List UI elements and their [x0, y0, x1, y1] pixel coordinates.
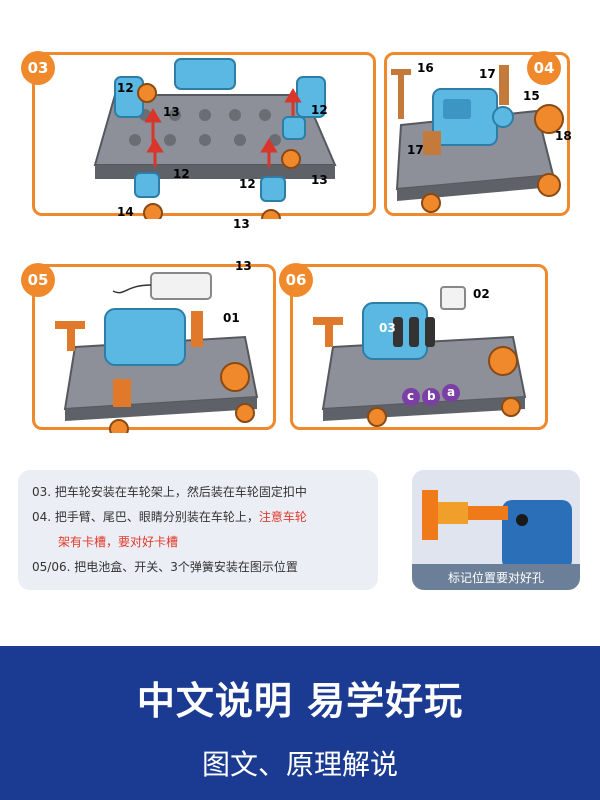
- bottom-banner: 中文说明 易学好玩 图文、原理解说: [0, 646, 600, 800]
- step-04-panel: 04 16 17 15 18 17: [384, 51, 572, 216]
- part-label-12: 12: [173, 167, 190, 181]
- part-label-02: 02: [473, 287, 490, 301]
- alignment-tip-box: 标记位置要对好孔: [412, 470, 580, 590]
- part-label-12: 12: [239, 177, 256, 191]
- instruction-step-03: 03. 把车轮安装在车轮架上，然后装在车轮固定扣中: [32, 485, 307, 499]
- part-label-03: 03: [379, 321, 396, 335]
- instruction-warning-line: 架有卡槽，要对好卡槽: [32, 530, 364, 555]
- part-label-18: 18: [555, 129, 572, 143]
- step-badge-06: 06: [279, 263, 313, 297]
- step-06-panel: 06 02 03 c b a: [279, 263, 548, 430]
- part-label-16: 16: [417, 61, 434, 75]
- step-04-illustration: [391, 65, 564, 213]
- instruction-warning-2: 架有卡槽，要对好卡槽: [58, 535, 179, 549]
- part-label-c: c: [407, 389, 415, 403]
- instruction-step-04: 04. 把手臂、尾巴、眼睛分别装在车轮上，注意车轮: [32, 505, 364, 530]
- step-badge-05: 05: [21, 263, 55, 297]
- alignment-tip-caption: 标记位置要对好孔: [412, 564, 580, 590]
- part-label-12: 12: [117, 81, 134, 95]
- part-label-15: 15: [523, 89, 540, 103]
- part-label-13: 13: [163, 105, 180, 119]
- instruction-warning-1: 注意车轮: [258, 510, 307, 524]
- banner-title: 中文说明 易学好玩: [136, 679, 464, 723]
- part-label-a: a: [447, 385, 456, 399]
- banner-subtitle: 图文、原理解说: [201, 748, 398, 781]
- instruction-step-05-06: 05/06. 把电池盒、开关、3个弹簧安装在图示位置: [32, 560, 298, 574]
- instruction-step-04-text: 04. 把手臂、尾巴、眼睛分别装在车轮上，: [32, 510, 259, 524]
- step-badge-03: 03: [21, 51, 55, 85]
- part-label-13: 13: [235, 259, 252, 273]
- step-06-illustration: [313, 286, 527, 427]
- part-label-14: 14: [117, 205, 134, 219]
- instructions-box: 03. 把车轮安装在车轮架上，然后装在车轮固定扣中 04. 把手臂、尾巴、眼睛分…: [18, 470, 378, 590]
- part-label-13: 13: [233, 217, 250, 231]
- part-label-12: 12: [311, 103, 328, 117]
- step-03-illustration: [93, 58, 337, 229]
- step-05-panel: 05 13 01: [21, 259, 276, 439]
- part-label-17: 17: [407, 143, 424, 157]
- step-03-panel: 03 12 13 12 12 13 12 14 13: [21, 51, 376, 231]
- part-label-b: b: [427, 389, 436, 403]
- part-label-01: 01: [223, 311, 240, 325]
- alignment-tip-illustration: [412, 470, 580, 570]
- part-label-13: 13: [311, 173, 328, 187]
- part-label-17: 17: [479, 67, 496, 81]
- step-badge-04: 04: [527, 51, 561, 85]
- step-05-illustration: [55, 272, 259, 439]
